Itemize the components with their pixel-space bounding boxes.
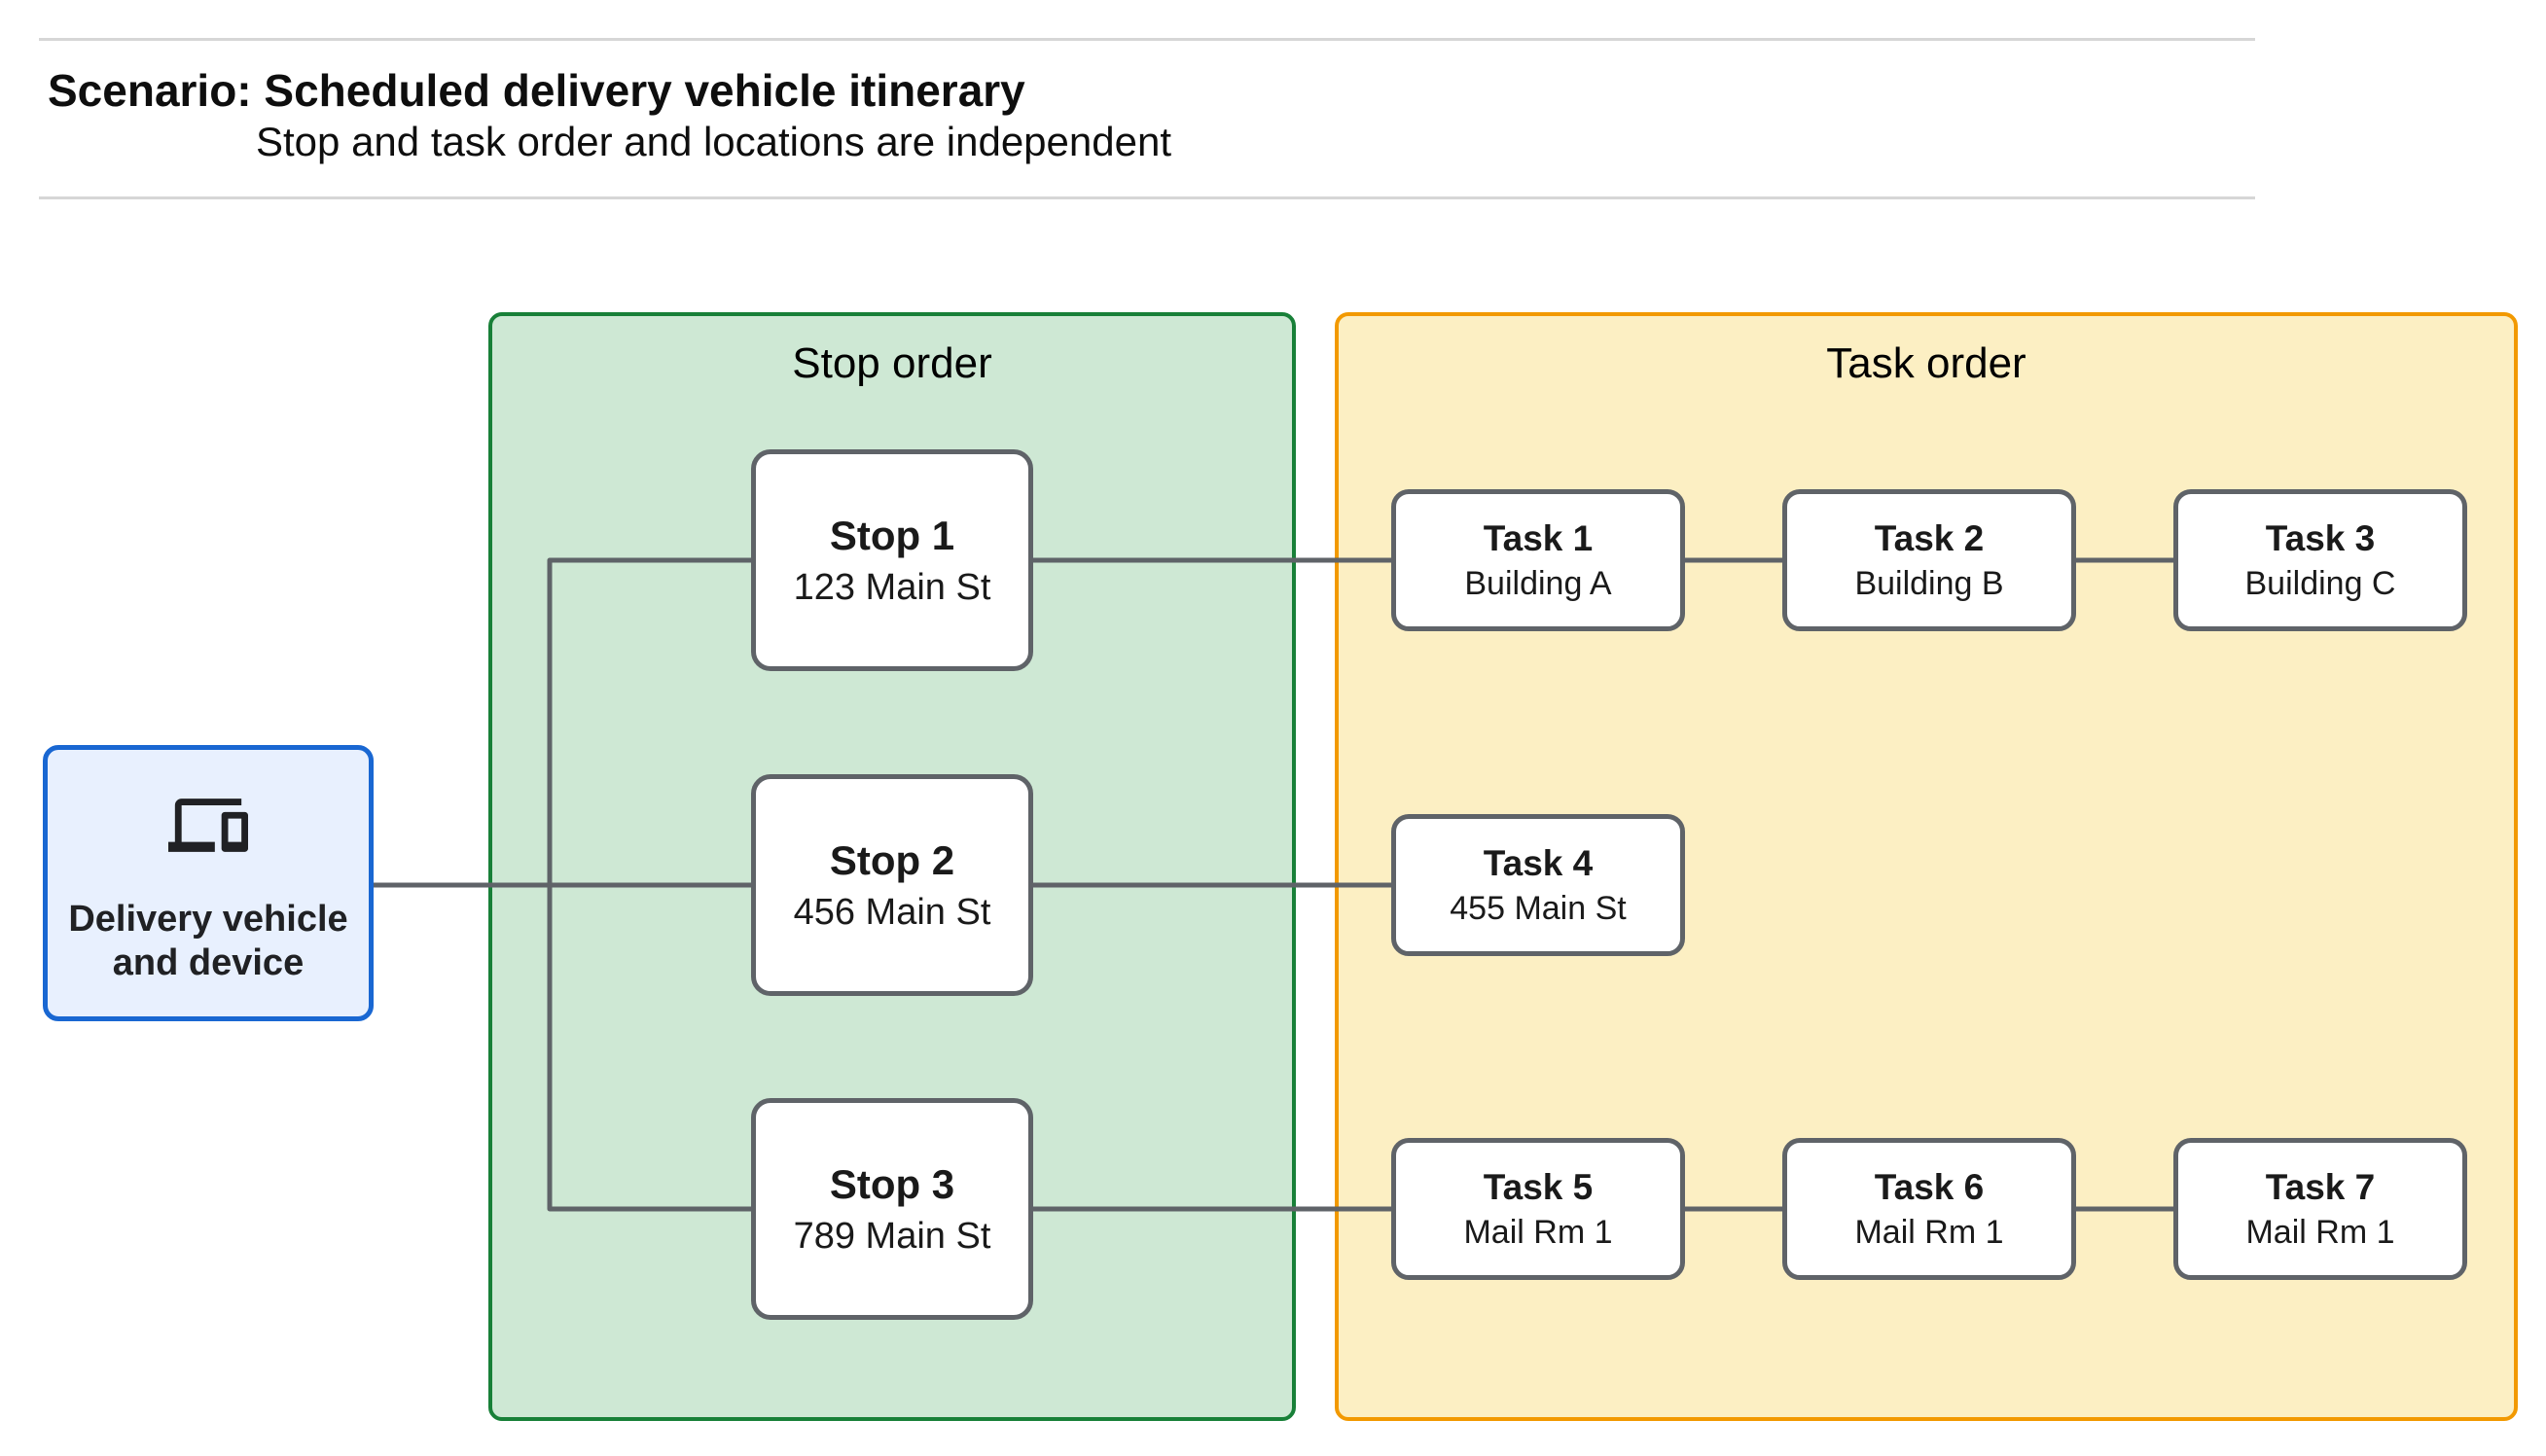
task-4-node: Task 4 455 Main St: [1391, 814, 1685, 956]
task-1-name: Task 1: [1483, 517, 1594, 558]
task-7-location: Mail Rm 1: [2245, 1213, 2395, 1251]
task-2-node: Task 2 Building B: [1782, 489, 2076, 631]
task-1-node: Task 1 Building A: [1391, 489, 1685, 631]
task-6-location: Mail Rm 1: [1854, 1213, 2004, 1251]
task-4-location: 455 Main St: [1450, 889, 1627, 927]
task-3-node: Task 3 Building C: [2173, 489, 2467, 631]
stop-3-node: Stop 3 789 Main St: [751, 1098, 1033, 1320]
task-5-name: Task 5: [1483, 1166, 1594, 1207]
stop-2-name: Stop 2: [829, 836, 955, 883]
task-3-name: Task 3: [2265, 517, 2376, 558]
task-2-location: Building B: [1854, 564, 2004, 602]
devices-icon: [168, 799, 248, 852]
task-5-location: Mail Rm 1: [1463, 1213, 1613, 1251]
stop-1-node: Stop 1 123 Main St: [751, 449, 1033, 671]
vehicle-label: Delivery vehicle and device: [68, 898, 347, 985]
task-3-location: Building C: [2244, 564, 2396, 602]
task-6-node: Task 6 Mail Rm 1: [1782, 1138, 2076, 1280]
delivery-vehicle-node: Delivery vehicle and device: [43, 745, 374, 1021]
task-4-name: Task 4: [1483, 842, 1594, 883]
stop-3-name: Stop 3: [829, 1160, 955, 1207]
stop-2-location: 456 Main St: [793, 891, 991, 933]
task-2-name: Task 2: [1874, 517, 1985, 558]
header-rule-bottom: [39, 196, 2255, 199]
stop-1-name: Stop 1: [829, 512, 955, 558]
task-5-node: Task 5 Mail Rm 1: [1391, 1138, 1685, 1280]
stop-order-title: Stop order: [792, 339, 992, 387]
task-6-name: Task 6: [1874, 1166, 1985, 1207]
vehicle-label-line1: Delivery vehicle: [68, 899, 348, 941]
scenario-title: Scenario: Scheduled delivery vehicle iti…: [48, 65, 1025, 116]
task-order-title: Task order: [1826, 339, 2026, 387]
stop-2-node: Stop 2 456 Main St: [751, 774, 1033, 996]
vehicle-label-line2: and device: [112, 942, 305, 984]
stop-1-location: 123 Main St: [793, 566, 991, 608]
scenario-subtitle: Stop and task order and locations are in…: [256, 119, 1172, 164]
header-rule-top: [39, 38, 2255, 41]
task-1-location: Building A: [1464, 564, 1612, 602]
stop-3-location: 789 Main St: [793, 1215, 991, 1257]
task-7-node: Task 7 Mail Rm 1: [2173, 1138, 2467, 1280]
task-7-name: Task 7: [2265, 1166, 2376, 1207]
